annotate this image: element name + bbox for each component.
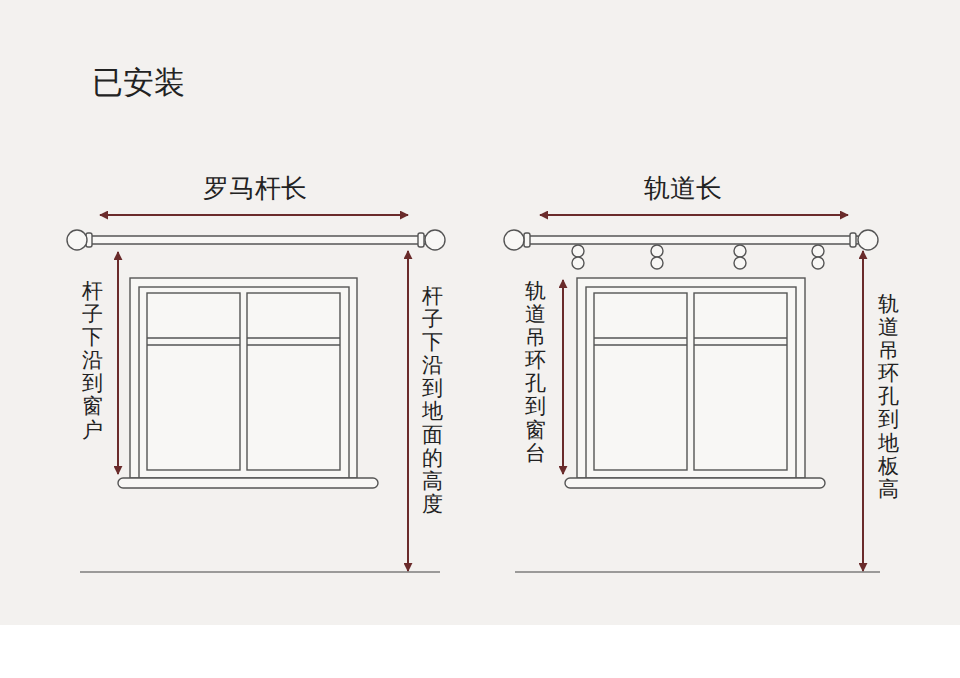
dimension-label: 杆子下沿到窗户 [82, 280, 103, 442]
roman-rod-figure [67, 215, 445, 572]
finial [425, 230, 445, 250]
floor-line [80, 571, 440, 572]
window-transom [594, 337, 687, 338]
page-title-box: 已安装 [92, 62, 185, 104]
finial [858, 230, 878, 250]
dimension-label: 轨道吊环孔到地板高 [878, 293, 899, 501]
dimension-label: 轨道吊环孔到窗台 [525, 280, 546, 465]
window-transom [694, 337, 787, 338]
window-transom [594, 344, 687, 345]
hook-ring [572, 257, 584, 269]
hook-ring [734, 257, 746, 269]
height-arrow [562, 280, 564, 474]
background-panel [0, 0, 960, 625]
dimension-label-box: 杆子下沿到窗户 [82, 280, 103, 442]
dimension-label: 轨道长 [644, 171, 722, 206]
rod [84, 236, 428, 244]
height-arrow [407, 251, 409, 571]
dimension-label-box: 轨道长 [644, 171, 722, 206]
rod-collar [418, 233, 424, 247]
window-frame [130, 278, 357, 478]
window-transom [147, 337, 240, 338]
hook-ring [734, 245, 746, 257]
window-pane [694, 293, 787, 470]
window-transom [247, 337, 340, 338]
track-collar [524, 233, 530, 247]
dimension-label: 杆子下沿到地面的高度 [422, 285, 443, 516]
hook-ring [812, 257, 824, 269]
page-title: 已安装 [92, 62, 185, 104]
window-sill [118, 478, 378, 488]
track-collar [850, 233, 856, 247]
height-arrow [862, 251, 864, 571]
finial [67, 230, 87, 250]
height-arrow [117, 252, 119, 474]
finial [504, 230, 524, 250]
floor-line [515, 571, 880, 572]
track [522, 236, 860, 244]
window-pane [247, 293, 340, 470]
track-figure [504, 215, 880, 572]
hook-ring [651, 257, 663, 269]
length-arrow [100, 214, 408, 216]
dimension-label-box: 轨道吊环孔到窗台 [525, 280, 546, 465]
window-transom [694, 344, 787, 345]
dimension-label-box: 轨道吊环孔到地板高 [878, 293, 899, 501]
window-inner-frame [586, 287, 796, 478]
window-transom [247, 344, 340, 345]
hook-ring [651, 245, 663, 257]
window-inner-frame [139, 287, 349, 478]
hook-rings [572, 245, 824, 269]
window-transom [147, 344, 240, 345]
dimension-label: 罗马杆长 [203, 171, 307, 206]
window-frame [577, 278, 805, 478]
window-pane [147, 293, 240, 470]
window-pane [594, 293, 687, 470]
dimension-label-box: 罗马杆长 [203, 171, 307, 206]
hook-ring [572, 245, 584, 257]
length-arrow [540, 214, 848, 216]
bottom-band [0, 625, 960, 678]
dimension-label-box: 杆子下沿到地面的高度 [422, 285, 443, 516]
hook-ring [812, 245, 824, 257]
window-sill [565, 478, 825, 488]
